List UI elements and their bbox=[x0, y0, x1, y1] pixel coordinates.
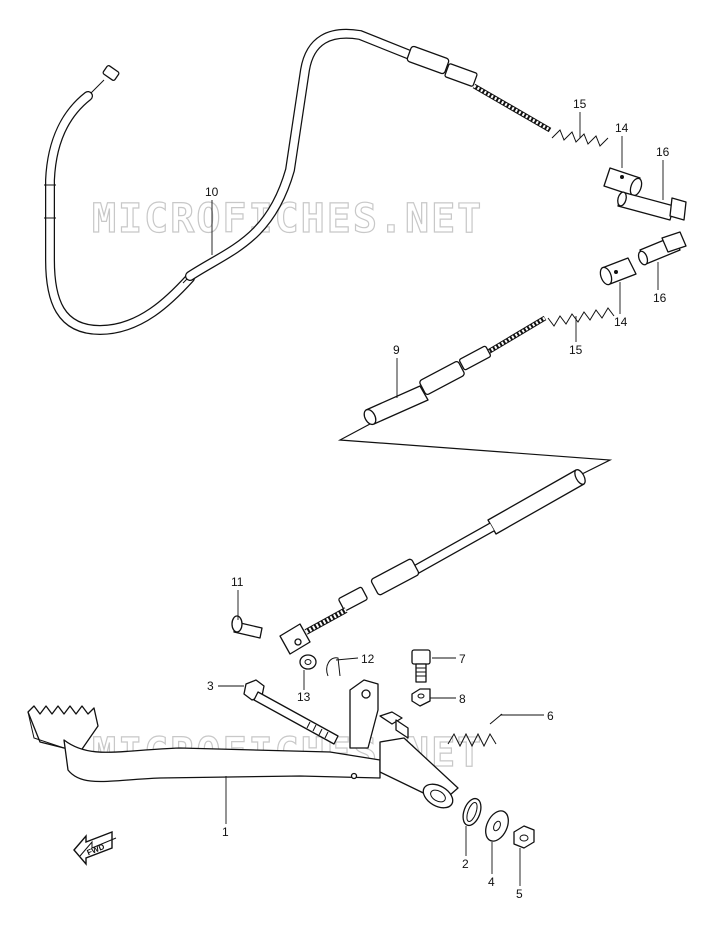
brake-pedal-1 bbox=[27, 679, 459, 809]
cable-joint-lower bbox=[599, 257, 637, 286]
callout-4: 4 bbox=[488, 875, 495, 889]
callout-15-upper: 15 bbox=[573, 97, 587, 111]
callout-11: 11 bbox=[231, 575, 244, 589]
brake-cable-upper bbox=[44, 28, 552, 336]
callout-9: 9 bbox=[393, 343, 400, 357]
callout-12: 12 bbox=[361, 652, 375, 666]
callout-14-lower: 14 bbox=[614, 315, 628, 329]
clevis-pin-11 bbox=[231, 615, 263, 639]
o-ring-2 bbox=[462, 797, 482, 827]
callout-10: 10 bbox=[205, 185, 219, 199]
callout-16-lower: 16 bbox=[653, 291, 667, 305]
callout-5: 5 bbox=[516, 887, 523, 901]
watermark-top: MICROFICHES.NET bbox=[92, 196, 483, 242]
callout-6: 6 bbox=[547, 709, 554, 723]
callouts: 10 15 14 16 16 14 15 9 11 12 7 3 13 8 6 … bbox=[205, 97, 670, 901]
washer-13 bbox=[299, 654, 317, 670]
nut-8 bbox=[411, 688, 431, 707]
callout-13: 13 bbox=[297, 690, 311, 704]
clevis-pin-lower bbox=[637, 231, 687, 266]
return-spring-lower bbox=[547, 307, 615, 327]
pivot-bolt-3 bbox=[243, 679, 339, 745]
callout-15-lower: 15 bbox=[569, 343, 583, 357]
bolt-7 bbox=[411, 649, 431, 683]
nut-5 bbox=[513, 825, 535, 849]
pedal-spring-6 bbox=[447, 713, 503, 748]
callout-8: 8 bbox=[459, 692, 466, 706]
forward-arrow-icon: FWD bbox=[73, 830, 117, 866]
washer-4 bbox=[485, 810, 509, 842]
callout-1: 1 bbox=[222, 825, 229, 839]
callout-7: 7 bbox=[459, 652, 466, 666]
brake-cable-lower bbox=[279, 315, 613, 655]
callout-16-upper: 16 bbox=[656, 145, 670, 159]
cotter-pin-12 bbox=[326, 657, 341, 677]
callout-14-upper: 14 bbox=[615, 121, 629, 135]
clevis-pin-upper bbox=[617, 191, 687, 221]
callout-2: 2 bbox=[462, 857, 469, 871]
callout-3: 3 bbox=[207, 679, 214, 693]
leader-lines bbox=[211, 112, 664, 886]
